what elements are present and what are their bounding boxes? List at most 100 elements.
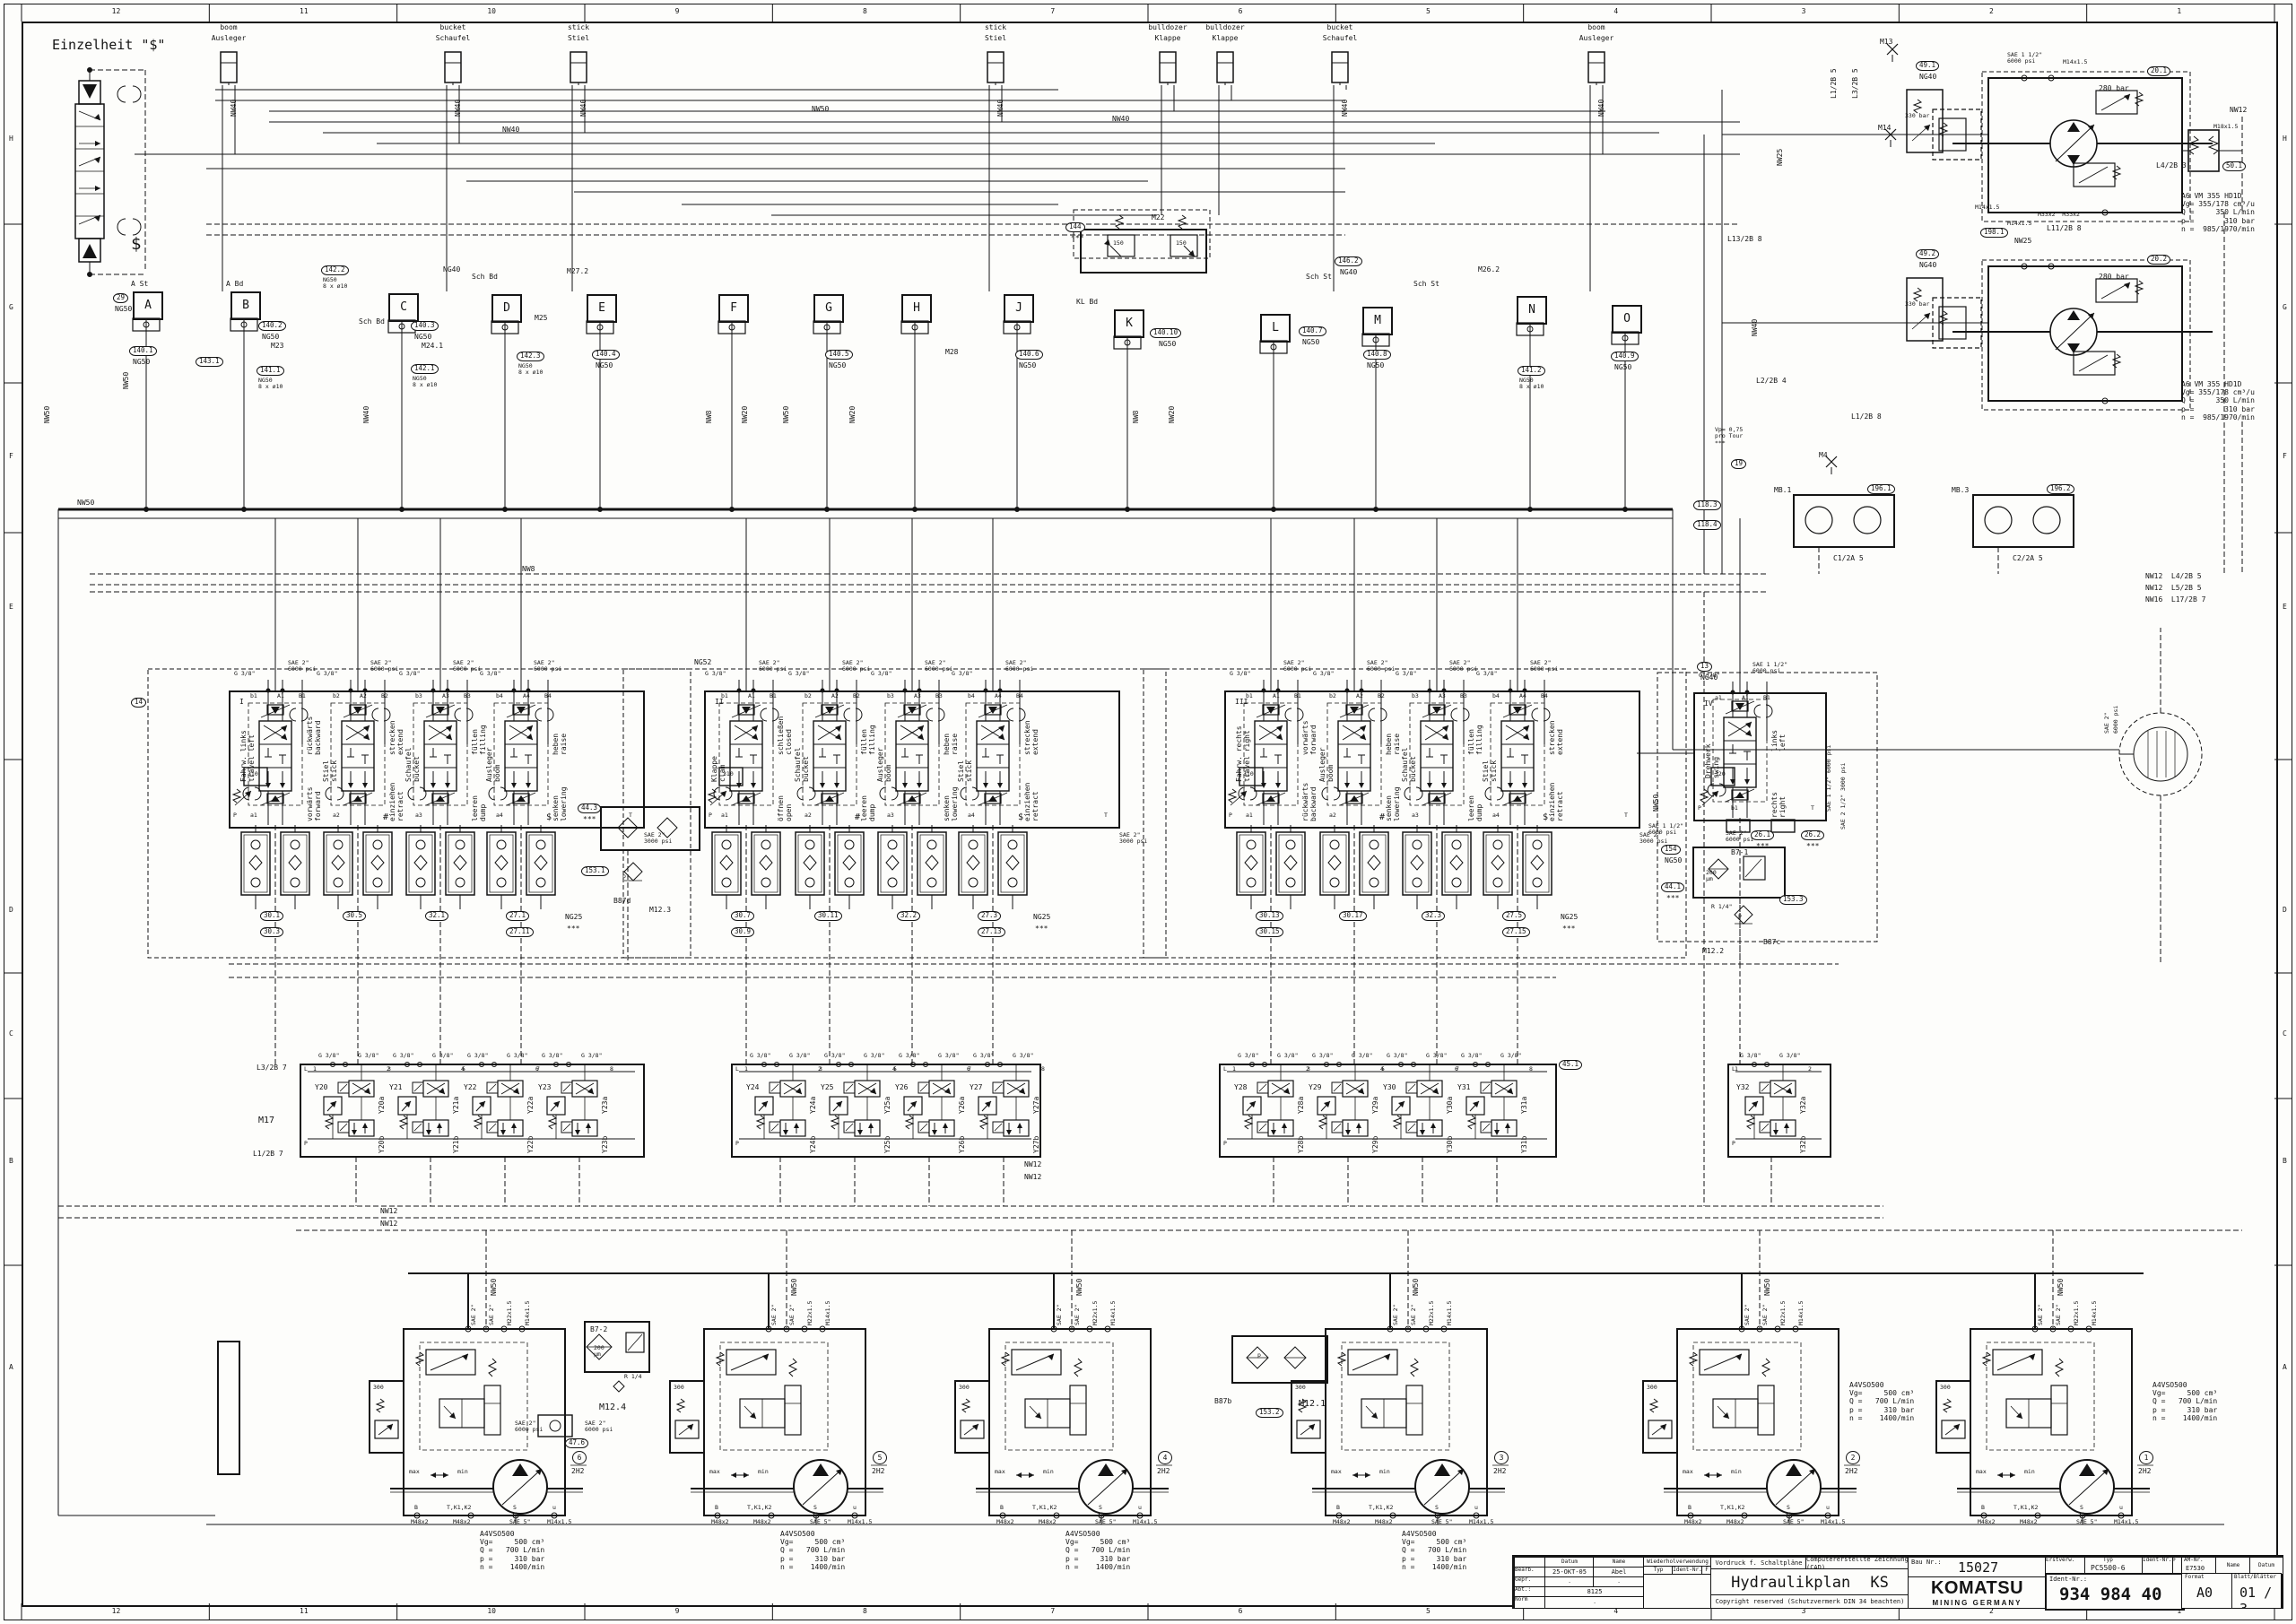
cylinder-label-de: Klappe [1154,34,1181,42]
port-label: B3 [935,692,943,699]
manifold-block-letter: J [1015,300,1022,315]
annotation-label: NG50 [596,361,613,369]
port-size-label: SAE 2" 6000 psi [1449,659,1478,673]
annotation-label: M12.4 [599,1403,627,1412]
pilot-port-P: P [735,1140,739,1147]
pump-port-size: M48x2 [2020,1518,2038,1525]
port-label: A2 [360,692,367,699]
pump-max-label: max [1683,1468,1693,1475]
annotation-label: 153.2 [1256,1408,1283,1418]
pump-compensator-value: 300 [1295,1384,1306,1391]
relief-value: 310 [723,770,734,777]
port-label: P [233,812,237,819]
annotation-label: NG50 [262,333,280,341]
pilot-port-size: G 3/8" [1740,1052,1761,1059]
annotation-label: C1/2A 5 [1833,554,1864,562]
spool-direction-b-label: rechts right [1770,792,1787,818]
pilot-valve-b-label: Y30b [1446,1135,1454,1153]
annotation-label: # [1379,812,1386,822]
pilot-port-size: G 3/8" [789,1052,811,1059]
pump-port-letter: S [1787,1504,1790,1511]
tb-typ-cell: Typ PC5500-6 [2084,1557,2144,1575]
pilot-port-size: G 3/8" [750,1052,771,1059]
grid-column-label: 3 [1801,1607,1806,1615]
pump-top-port-size: M14x1.5 [524,1300,531,1325]
port-label: B4 [544,692,552,699]
tb-format-label: Format [2185,1574,2205,1580]
cylinder-label-de: Ausleger [211,34,247,42]
tb-typ-value: PC5500-6 [2091,1564,2126,1572]
manifold-block-letter: G [825,300,832,315]
annotation-label: MB.3 [1952,486,1970,494]
port-label: a3 [887,812,894,819]
annotation-label: 140.6 [1015,350,1043,360]
annotation-label: NG50 [115,305,133,313]
annotation-label: M27.2 [567,267,589,275]
pump-port-letter: B [1981,1504,1985,1511]
pump-tag-number: 5 [873,1451,887,1464]
pump-port-size: M48x2 [753,1518,771,1525]
annotation-label: NG50 [1019,361,1037,369]
annotation-label: NW50 [2057,1278,2065,1296]
pump-spec: A4VSO500 Vg= 500 cm³ Q = 700 L/min p = 3… [2152,1381,2218,1422]
annotation-label: L1/2B 7 [253,1150,283,1158]
port-label: a1 [1715,694,1722,701]
spool-function-label: Schaufel bucket [404,747,422,782]
port-label: A1 [1273,692,1280,699]
annotation-label: SAE 1 1/2" 6000 psi [1825,744,1832,812]
pump-top-port-size: M14x1.5 [1109,1300,1117,1325]
annotation-label: *** [567,925,580,933]
pump-port-size: M48x2 [1333,1518,1351,1525]
pump-port-size: SAE 5" [509,1518,531,1525]
grid-row-label: C [2283,1029,2287,1038]
control-block-IV [1693,692,1827,821]
pilot-port-number: 6 [1455,1065,1458,1073]
annotation-label: 30.17 [1339,911,1367,921]
annotation-label: NG50 [829,361,847,369]
port-label: a4 [968,812,975,819]
manifold-block-letter: A [144,298,152,312]
tb-erstverw: Erstverw. [2045,1557,2086,1575]
annotation-label: NW50 [1075,1278,1083,1296]
pump-top-port-size: M22x1.5 [1779,1300,1787,1325]
port-label: B2 [853,692,860,699]
pump-spec: A4VSO500 Vg= 500 cm³ Q = 700 L/min p = 3… [1402,1530,1467,1571]
pump-top-port-size: M14x1.5 [2091,1300,2098,1325]
annotation-label: 44.1 [1661,882,1685,892]
port-label: B1 [770,692,777,699]
annotation-label: *** [1035,925,1048,933]
tb-datum-header2: Datum [2249,1557,2283,1575]
port-label: a3 [415,812,422,819]
cylinder-label-de: Klappe [1212,34,1239,42]
port-label: A3 [914,692,921,699]
annotation-label: $ [1018,812,1024,822]
annotation-label: NW50 [1412,1278,1420,1296]
pump-top-port-size: M22x1.5 [1428,1300,1435,1325]
spool-function-label: Ausleger boom [1318,747,1335,782]
pilot-port-size: G 3/8" [393,1052,414,1059]
pump-top-port-size: M22x1.5 [806,1300,813,1325]
annotation-label: B87d [613,897,631,905]
spool-function-label: Stiel stick [1482,760,1499,782]
annotation-label: NW12 L4/2B 5 [2145,572,2202,580]
annotation-label: NW40 [1751,318,1759,336]
annotation-label: p [622,873,626,880]
annotation-label: A St [131,280,149,288]
annotation-label: NG50 [133,358,151,366]
annotation-label: L3/2B 7 [257,1064,287,1072]
pilot-port-size: G 3/8" [318,1052,340,1059]
annotation-label: 198.1 [1980,228,2008,238]
annotation-label: NW50 [1652,794,1660,812]
pump-top-port-size: SAE 2" [1744,1304,1751,1325]
pump-top-port-size: SAE 2" [2037,1304,2044,1325]
grid-column-label: 12 [111,1607,121,1615]
manifold-block-letter: K [1126,316,1133,330]
pump-top-port-size: SAE 2" [1056,1304,1063,1325]
spool-direction-b-label: einziehen retract [1548,782,1565,821]
pump-port-size: M48x2 [1375,1518,1393,1525]
annotation-label: SAE 2 1/2" 3000 psi [1839,762,1847,829]
pump-port-size: M48x2 [1039,1518,1057,1525]
pilot-valve-b-label: Y29b [1371,1135,1379,1153]
annotation-label: 118.3 [1693,500,1721,510]
pump-top-port-size: SAE 2" [470,1304,477,1325]
